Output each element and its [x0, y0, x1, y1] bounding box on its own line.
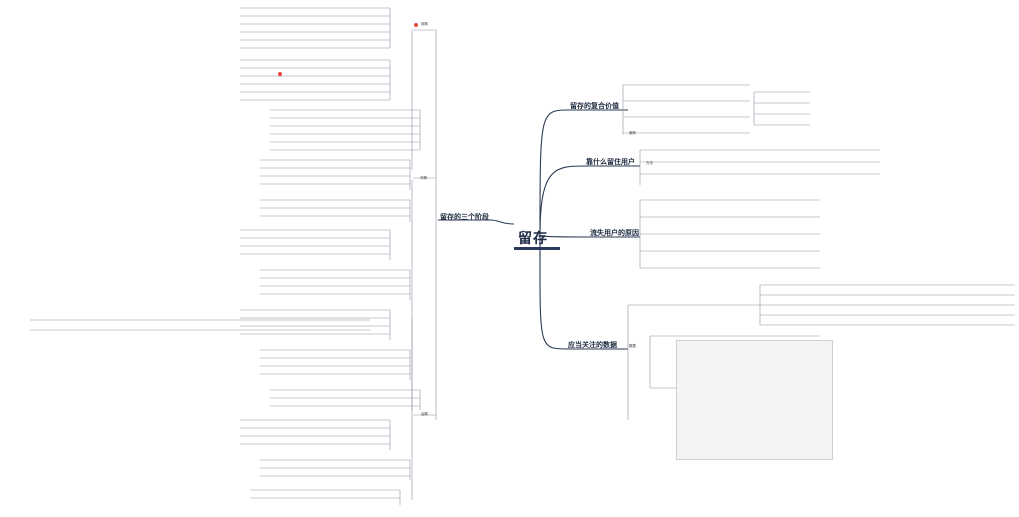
- root-node-label[interactable]: 留存: [518, 231, 548, 247]
- priority-marker-icon: [414, 23, 418, 27]
- priority-marker-icon: [278, 72, 282, 76]
- sub-label-data[interactable]: 数据: [629, 344, 636, 348]
- branch-three-stages[interactable]: 留存的三个阶段: [440, 213, 489, 221]
- data-table-image: [676, 340, 833, 460]
- sub-label-early[interactable]: 前期: [421, 22, 428, 26]
- branch-metrics[interactable]: 应当关注的数据: [568, 341, 617, 349]
- sub-label-methods[interactable]: 方法: [646, 161, 653, 165]
- main-branch-line: [539, 165, 587, 236]
- branch-why-retain[interactable]: 靠什么留住用户: [586, 158, 635, 166]
- branch-churn-reasons[interactable]: 流失用户的原因: [590, 229, 639, 237]
- main-branch-line: [539, 234, 591, 238]
- root-node-underline: [514, 247, 560, 250]
- main-branch-line: [489, 219, 515, 225]
- sub-label-middle[interactable]: 中期: [420, 176, 427, 180]
- branch-compound-value[interactable]: 留存的复合价值: [570, 102, 619, 110]
- sub-label-case[interactable]: 案例: [629, 131, 636, 135]
- sub-label-late[interactable]: 后期: [421, 412, 428, 416]
- main-branch-line: [539, 234, 569, 350]
- main-branch-line: [539, 109, 571, 236]
